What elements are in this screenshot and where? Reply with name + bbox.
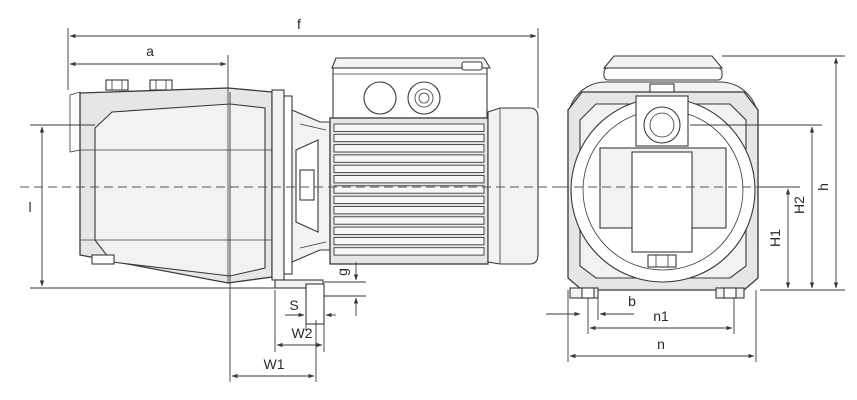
cooling-fin <box>333 216 485 225</box>
label-n1: n1 <box>653 308 669 324</box>
cooling-fin <box>333 144 485 153</box>
cooling-fin <box>333 206 485 215</box>
cooling-fin <box>333 236 485 246</box>
label-w1: W1 <box>264 356 285 372</box>
label-h1: H1 <box>767 229 783 247</box>
label-h2: H2 <box>791 196 807 214</box>
cooling-fin <box>333 185 485 194</box>
cooling-fin <box>333 247 485 256</box>
label-n: n <box>657 336 665 352</box>
label-a: a <box>146 43 154 59</box>
cooling-fin <box>333 195 485 205</box>
pump-housing <box>69 79 293 284</box>
label-f: f <box>297 16 301 32</box>
bracket <box>274 109 331 325</box>
label-h: h <box>815 183 831 191</box>
dimension-labels: f a l g S W2 W1 b n1 n H1 H2 h <box>28 16 831 372</box>
front-view <box>560 55 790 299</box>
label-g: g <box>334 268 350 276</box>
cooling-fin <box>333 123 485 132</box>
cooling-fin <box>333 133 485 143</box>
label-b: b <box>628 293 636 309</box>
label-s: S <box>289 297 298 313</box>
cooling-fin <box>333 226 485 235</box>
cooling-fin <box>333 175 485 184</box>
label-w2: W2 <box>292 325 313 341</box>
cooling-fins <box>333 123 485 256</box>
label-l: l <box>28 199 31 215</box>
side-view <box>20 57 570 325</box>
cooling-fin <box>333 164 485 174</box>
cooling-fin <box>333 154 485 163</box>
dimension-lines <box>30 28 845 382</box>
